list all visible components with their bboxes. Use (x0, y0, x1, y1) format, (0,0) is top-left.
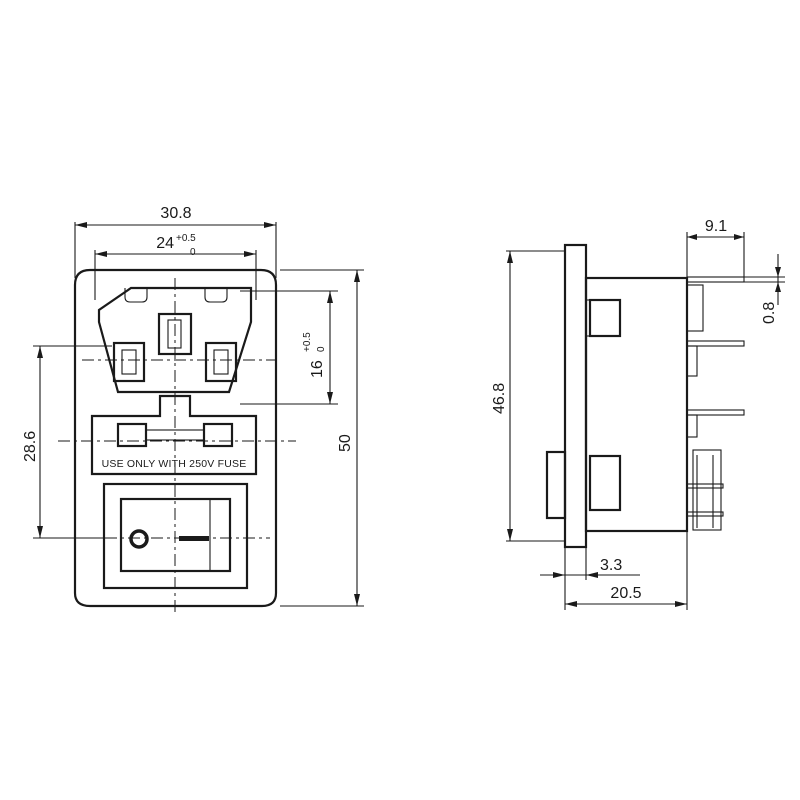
front-view: USE ONLY WITH 250V FUSE 30.8 24 +0.5 0 (22, 205, 364, 614)
side-body (584, 276, 689, 533)
housing-outline (73, 268, 278, 608)
dim-inlet-height-tol-lower: 0 (316, 346, 327, 352)
inlet-notch-left (124, 288, 148, 303)
switch-on-symbol (179, 536, 209, 541)
live-pin-right (204, 341, 238, 383)
pin-3 (686, 409, 745, 416)
inlet-notch-right (204, 288, 228, 303)
dim-inlet-height-tol-upper: +0.5 (302, 332, 313, 352)
latch-lower (588, 454, 622, 512)
pin-1 (686, 276, 745, 283)
fuse-drawer (90, 394, 258, 476)
iec-inlet (97, 286, 253, 394)
dim-pitch: 28.6 (22, 431, 39, 462)
live-pin-left (112, 341, 146, 383)
pin-2 (686, 340, 745, 347)
fuse-cap-right (202, 422, 234, 448)
dim-inlet-width-tol-upper: +0.5 (176, 233, 196, 244)
flange (563, 243, 588, 549)
switch-off-symbol (129, 529, 149, 549)
pin-base-2 (686, 345, 698, 377)
dim-inlet-width-tol-lower: 0 (190, 247, 196, 258)
fuse-label: USE ONLY WITH 250V FUSE (102, 458, 247, 470)
fuse-cap-left (116, 422, 148, 448)
pin-4 (686, 483, 724, 489)
side-view: 46.8 9.1 0.8 3.3 20.5 (491, 218, 785, 610)
dim-height: 50 (337, 434, 354, 452)
live-pin-left-slot (121, 349, 137, 375)
dim-inlet-width: 24 (156, 235, 174, 252)
dim-inlet-height: 16 (309, 360, 326, 378)
pin-base-1 (686, 284, 704, 332)
switch-terminal-block (692, 449, 722, 531)
dim-pin-thickness: 0.8 (761, 302, 778, 324)
latch-upper (588, 298, 622, 338)
pin-5 (686, 511, 724, 517)
live-pin-right-slot (213, 349, 229, 375)
dim-depth: 20.5 (610, 585, 641, 602)
dim-flange: 3.3 (600, 557, 622, 574)
pin-base-3 (686, 414, 698, 438)
dim-width: 30.8 (160, 205, 191, 222)
drawer-tab (545, 450, 567, 520)
dim-body-height: 46.8 (491, 383, 508, 414)
dim-pin-length: 9.1 (705, 218, 727, 235)
